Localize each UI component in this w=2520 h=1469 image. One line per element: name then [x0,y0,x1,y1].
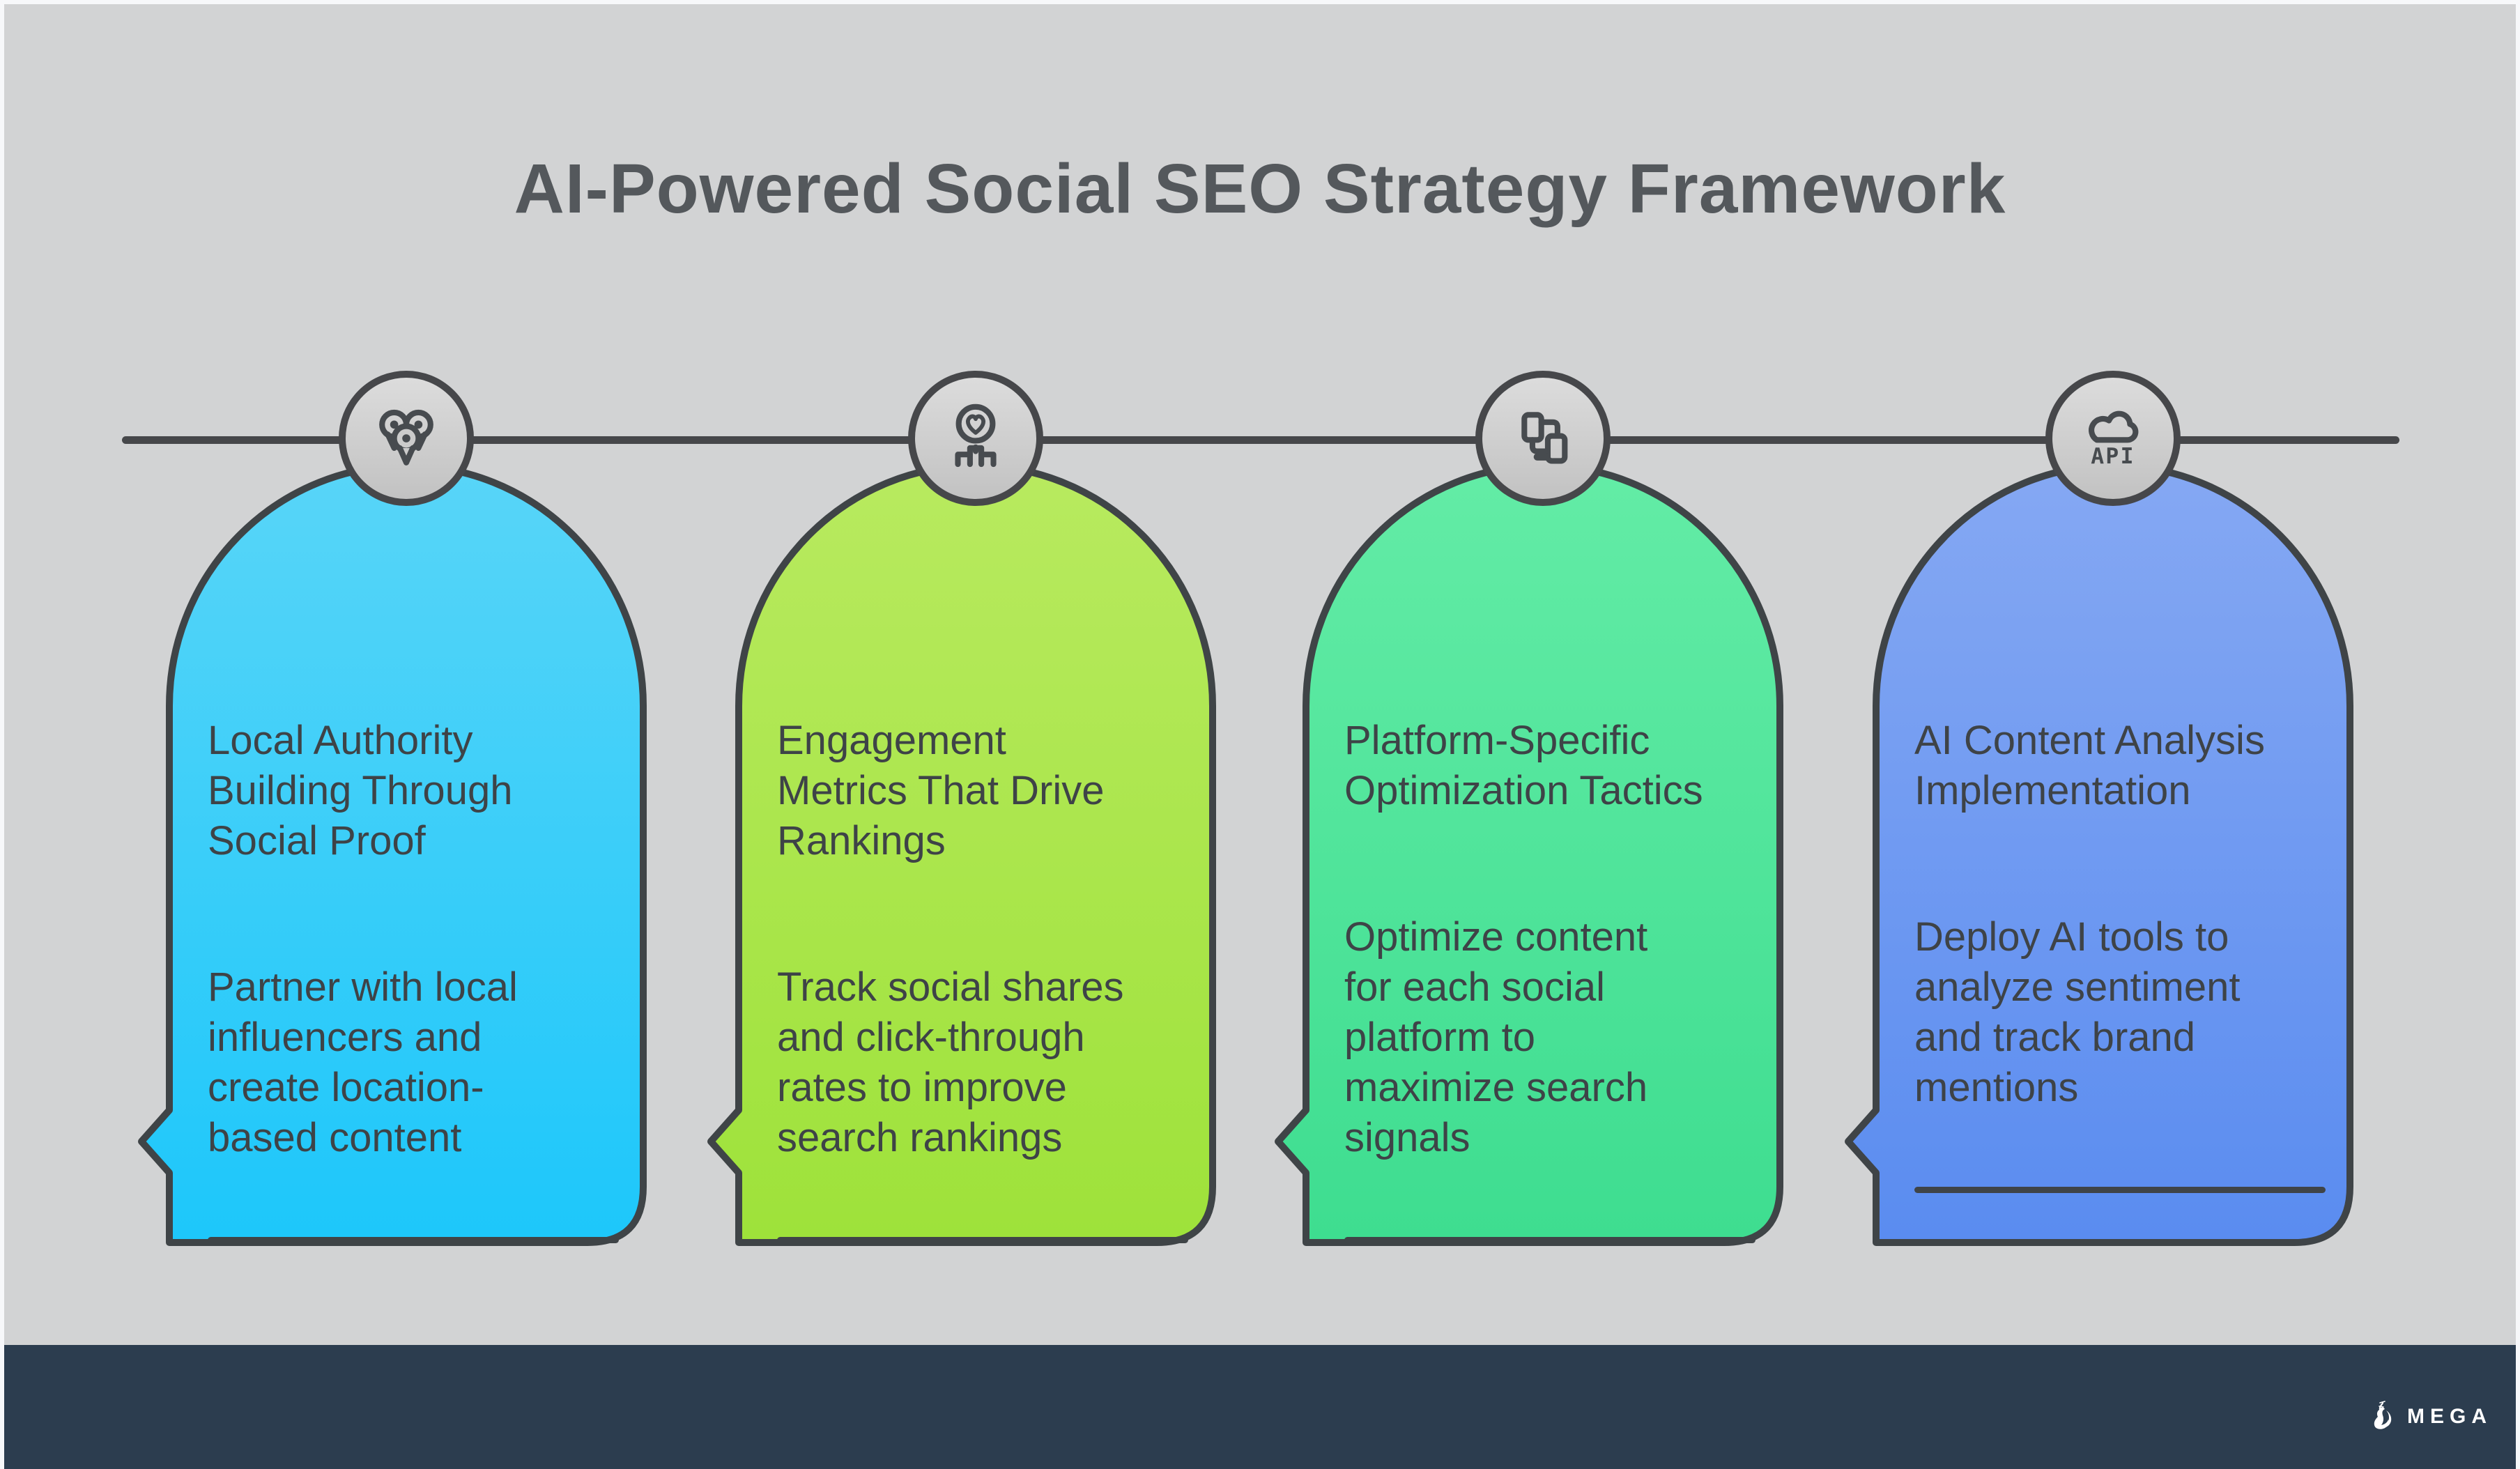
card-shape-speech-bubble [1845,462,2353,1246]
card-divider [1344,1237,1755,1243]
card-body: Optimize content for each social platfor… [1344,914,1648,1160]
card-content: Engagement Metrics That Drive Rankings T… [777,666,1188,1293]
card-divider [1914,1187,2326,1193]
slide-canvas: AI-Powered Social SEO Strategy Framework [4,4,2516,1469]
framework-step-2: Engagement Metrics That Drive Rankings T… [707,371,1216,1253]
card-heading: Local Authority Building Through Social … [208,718,513,863]
framework-step-1: Local Authority Building Through Social … [138,371,647,1253]
card-body: Deploy AI tools to analyze sentiment and… [1914,914,2241,1110]
card-heading: Platform-Specific Optimization Tactics [1344,718,1703,813]
card-content: AI Content Analysis Implementation Deplo… [1914,666,2326,1243]
page-title: AI-Powered Social SEO Strategy Framework [514,150,2006,228]
card-heading: Engagement Metrics That Drive Rankings [777,718,1105,863]
card-shape-speech-bubble [707,462,1216,1246]
card-shape-speech-bubble [138,462,647,1246]
cloud-api-icon: API [2089,410,2139,469]
brand-name: MEGA [2407,1405,2492,1428]
timeline-node-circle [339,371,474,506]
card-heading: AI Content Analysis Implementation [1914,718,2265,813]
card-shape-speech-bubble [1275,462,1783,1246]
timeline-node-circle: API [2045,371,2181,506]
card-content: Local Authority Building Through Social … [208,666,619,1293]
card-divider [208,1237,619,1243]
brand-logo: MEGA [2372,1401,2492,1433]
svg-text:API: API [2091,444,2135,469]
card-body: Partner with local influencers and creat… [208,964,518,1160]
framework-step-4: API AI Content Analysis Implementation D… [1845,371,2353,1253]
timeline-node-circle [1475,371,1611,506]
card-body: Track social shares and click-through ra… [777,964,1124,1160]
card-content: Platform-Specific Optimization Tactics O… [1344,666,1755,1293]
location-pins-icon [379,409,433,466]
timeline-line [122,436,2399,444]
devices-sync-icon [1521,412,1568,464]
footer-bar: MEGA [4,1345,2516,1469]
engagement-heart-icon [955,403,997,468]
card-divider [777,1237,1188,1243]
framework-step-3: Platform-Specific Optimization Tactics O… [1275,371,1783,1253]
timeline-node-circle [908,371,1043,506]
mega-figure-icon [2374,1401,2392,1429]
